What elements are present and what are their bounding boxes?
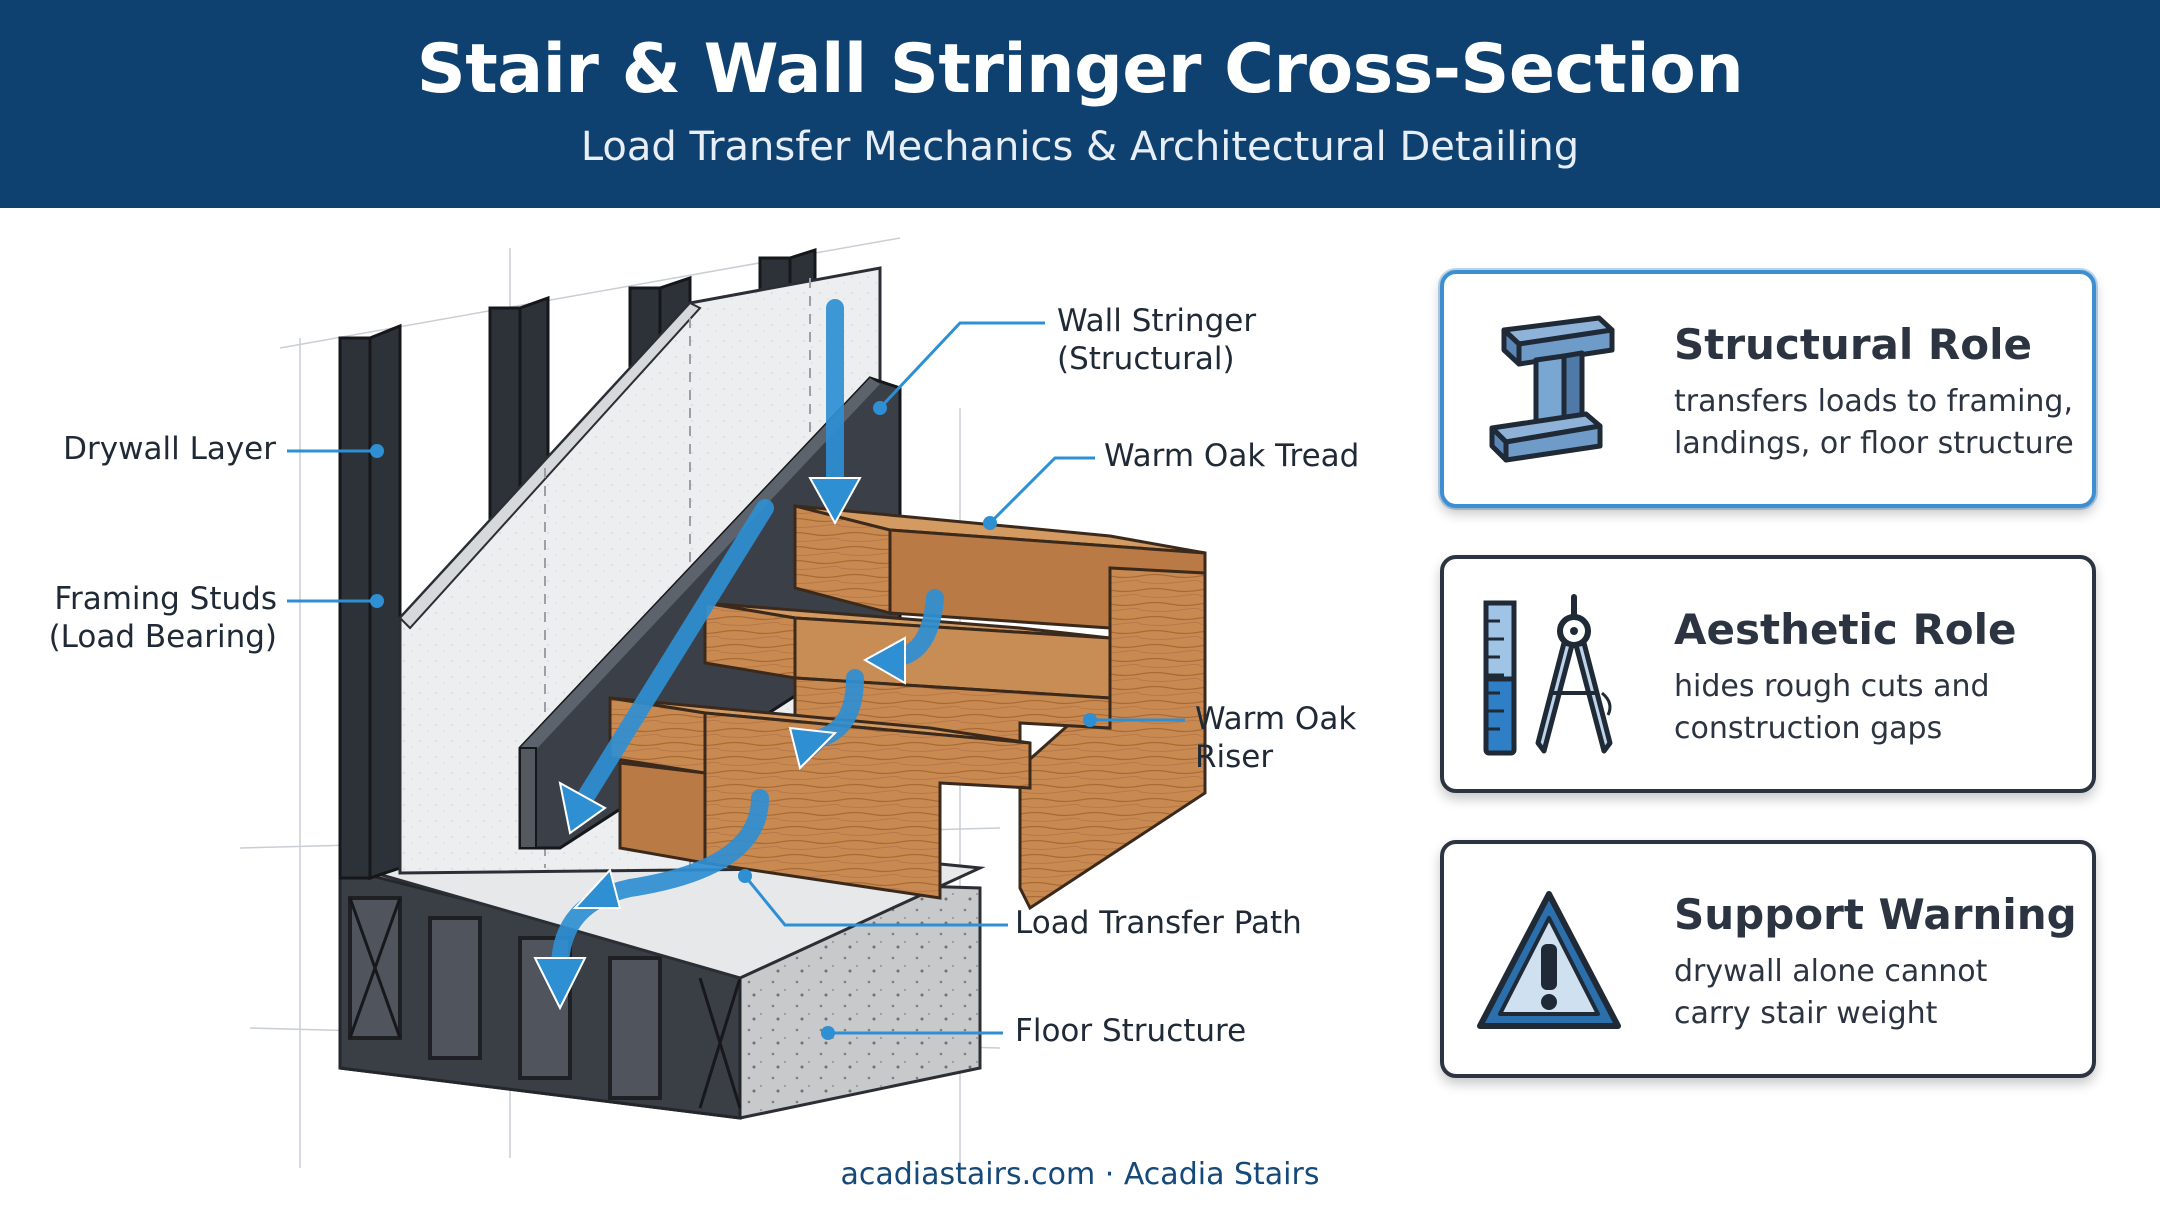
label-framing-line1: Framing Studs	[54, 581, 277, 617]
label-framing-line2: (Load Bearing)	[48, 619, 277, 655]
label-oak-riser: Warm Oak Riser	[1195, 700, 1356, 776]
card-aesthetic-role: Aesthetic Role hides rough cuts and cons…	[1440, 555, 2096, 793]
card-line-2: landings, or floor structure	[1674, 426, 2074, 461]
card-line-1: hides rough cuts and	[1674, 669, 1990, 704]
label-riser-line1: Warm Oak	[1195, 701, 1357, 737]
header-banner: Stair & Wall Stringer Cross-Section Load…	[0, 0, 2160, 208]
label-stringer-line2: (Structural)	[1057, 341, 1235, 377]
label-load-path-text: Load Transfer Path	[1015, 905, 1302, 941]
label-load-transfer-path: Load Transfer Path	[1015, 904, 1302, 942]
card-line-1: transfers loads to framing,	[1674, 384, 2074, 419]
card-structural-role: Structural Role transfers loads to frami…	[1440, 270, 2096, 508]
card-title: Structural Role	[1674, 320, 2032, 369]
card-line-1: drywall alone cannot	[1674, 954, 1988, 989]
page-title: Stair & Wall Stringer Cross-Section	[416, 30, 1744, 109]
label-floor-text: Floor Structure	[1015, 1013, 1247, 1049]
label-riser-line2: Riser	[1195, 739, 1274, 775]
label-floor-structure: Floor Structure	[1015, 1012, 1246, 1050]
card-line-2: construction gaps	[1674, 711, 1943, 746]
warning-triangle-icon	[1477, 891, 1621, 1029]
label-stringer-line1: Wall Stringer	[1057, 303, 1257, 339]
stair-cross-section-illustration	[239, 237, 1207, 1168]
label-tread-text: Warm Oak Tread	[1104, 438, 1360, 474]
card-title: Aesthetic Role	[1674, 605, 2017, 654]
steel-i-beam-icon	[1489, 315, 1615, 463]
label-oak-tread: Warm Oak Tread	[1104, 437, 1359, 475]
stair-diagram: Drywall Layer Framing Studs (Load Bearin…	[0, 208, 1420, 1206]
label-framing-studs: Framing Studs (Load Bearing)	[49, 580, 277, 656]
label-drywall-text: Drywall Layer	[63, 431, 276, 467]
ruler-compass-icon	[1483, 594, 1613, 756]
card-line-2: carry stair weight	[1674, 996, 1938, 1031]
card-title: Support Warning	[1674, 890, 2077, 939]
page-subtitle: Load Transfer Mechanics & Architectural …	[580, 124, 1580, 170]
label-wall-stringer: Wall Stringer (Structural)	[1057, 302, 1256, 378]
footer-credit: acadiastairs.com · Acadia Stairs	[840, 1157, 1320, 1192]
label-drywall-layer: Drywall Layer	[63, 430, 276, 468]
card-support-warning: Support Warning drywall alone cannot car…	[1440, 840, 2096, 1078]
